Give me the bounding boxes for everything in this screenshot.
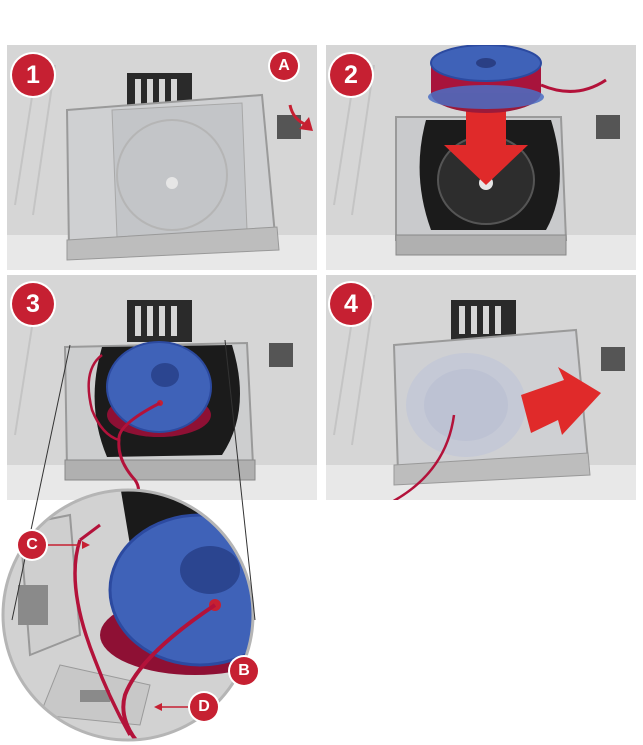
step-2-panel <box>326 45 636 270</box>
step-3-badge: 3 <box>12 283 54 325</box>
step-4-panel <box>326 275 636 500</box>
step-1-illustration <box>7 45 317 270</box>
step-1-panel <box>7 45 317 270</box>
step-2-badge: 2 <box>330 54 372 96</box>
step-3-illustration <box>7 275 317 500</box>
zoom-detail-illustration <box>1 488 255 742</box>
callout-b-badge: B <box>230 657 258 685</box>
callout-d-badge: D <box>190 693 218 721</box>
step-3-panel <box>7 275 317 500</box>
step-2-illustration <box>326 45 636 270</box>
callout-c-badge: C <box>18 531 46 559</box>
step-4-badge: 4 <box>330 283 372 325</box>
callout-a-badge: A <box>270 52 298 80</box>
step-4-illustration <box>326 275 636 500</box>
step-1-badge: 1 <box>12 54 54 96</box>
